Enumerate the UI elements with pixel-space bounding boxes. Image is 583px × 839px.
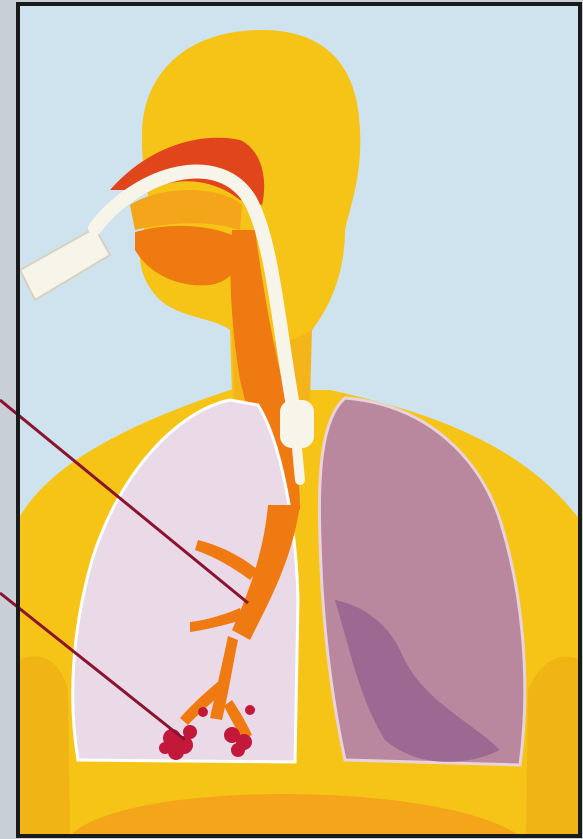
left-margin <box>0 0 18 839</box>
